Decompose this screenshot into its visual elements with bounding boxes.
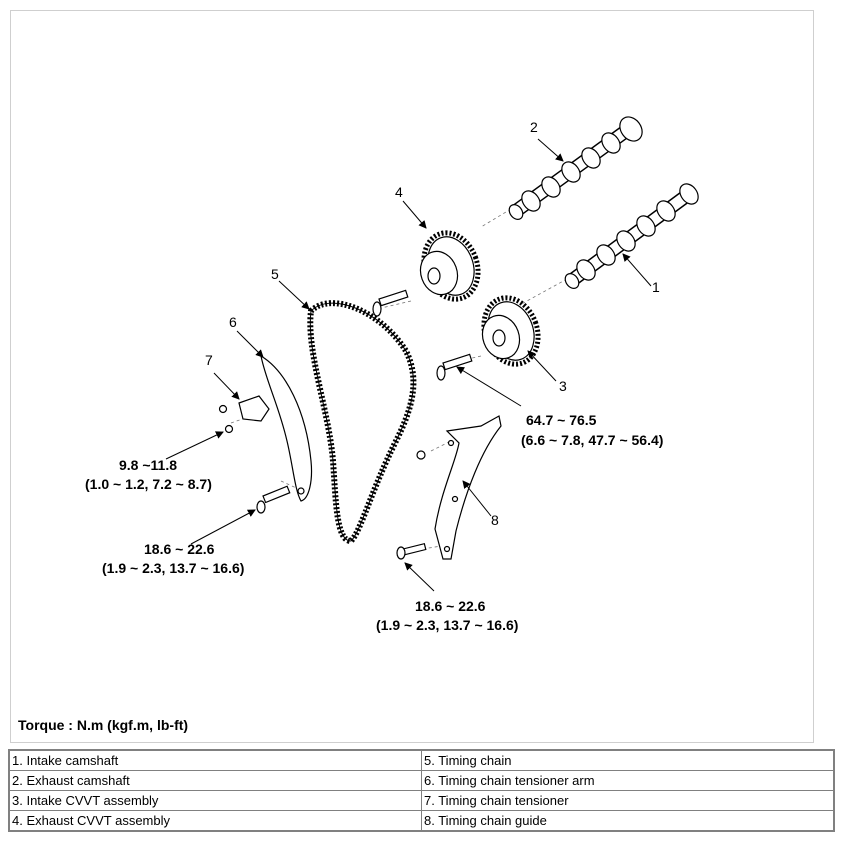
callout-2: 2 <box>530 119 538 135</box>
torque-tensioner-line1: 9.8 ~11.8 <box>119 457 177 473</box>
diagram-figure: 2 4 1 3 5 6 7 8 64.7 ~ 76.5 (6.6 ~ 7.8, … <box>10 10 814 743</box>
legend-item-2: 2. Exhaust camshaft <box>8 770 422 791</box>
torque-units-caption: Torque : N.m (kgf.m, lb-ft) <box>18 717 189 733</box>
legend-item-3: 3. Intake CVVT assembly <box>8 790 422 811</box>
intake-cvvt-assembly <box>481 295 541 367</box>
legend-row: 4. Exhaust CVVT assembly 8. Timing chain… <box>8 810 835 832</box>
legend-item-8: 8. Timing chain guide <box>421 810 835 832</box>
legend-item-6: 6. Timing chain tensioner arm <box>421 770 835 791</box>
chain-guide-bolts <box>396 450 427 560</box>
legend-item-5: 5. Timing chain <box>421 749 835 771</box>
torque-cvvt-line1: 64.7 ~ 76.5 <box>526 412 597 428</box>
cvvt-bolts <box>372 289 473 381</box>
torque-chain-guide-line1: 18.6 ~ 22.6 <box>415 598 486 614</box>
legend-item-7: 7. Timing chain tensioner <box>421 790 835 811</box>
legend-item-1: 1. Intake camshaft <box>8 749 422 771</box>
callout-4: 4 <box>395 184 403 200</box>
leader-lines <box>165 138 652 592</box>
legend-row: 2. Exhaust camshaft 6. Timing chain tens… <box>8 770 835 791</box>
callout-8: 8 <box>491 512 499 528</box>
torque-tensioner-line2: (1.0 ~ 1.2, 7.2 ~ 8.7) <box>85 476 212 492</box>
callout-1: 1 <box>652 279 660 295</box>
exhaust-camshaft <box>508 116 643 220</box>
legend-row: 3. Intake CVVT assembly 7. Timing chain … <box>8 790 835 811</box>
torque-tensioner-arm-line1: 18.6 ~ 22.6 <box>144 541 215 557</box>
legend-item-4: 4. Exhaust CVVT assembly <box>8 810 422 832</box>
legend-row: 1. Intake camshaft 5. Timing chain <box>8 749 835 771</box>
exhaust-cvvt-assembly <box>419 230 481 302</box>
intake-camshaft <box>564 183 699 289</box>
torque-chain-guide-line2: (1.9 ~ 2.3, 13.7 ~ 16.6) <box>376 617 518 633</box>
torque-cvvt-line2: (6.6 ~ 7.8, 47.7 ~ 56.4) <box>521 432 663 448</box>
callout-5: 5 <box>271 266 279 282</box>
torque-tensioner-arm-line2: (1.9 ~ 2.3, 13.7 ~ 16.6) <box>102 560 244 576</box>
callout-3: 3 <box>559 378 567 394</box>
exploded-timing-diagram: 2 4 1 3 5 6 7 8 64.7 ~ 76.5 (6.6 ~ 7.8, … <box>85 116 699 633</box>
timing-chain-tensioner-arm <box>260 354 313 502</box>
callout-6: 6 <box>229 314 237 330</box>
callout-7: 7 <box>205 352 213 368</box>
tensioner-arm-bolt <box>256 485 291 514</box>
timing-chain-tensioner <box>218 395 270 434</box>
timing-chain <box>307 300 417 545</box>
parts-legend-table: 1. Intake camshaft 5. Timing chain 2. Ex… <box>8 749 835 832</box>
